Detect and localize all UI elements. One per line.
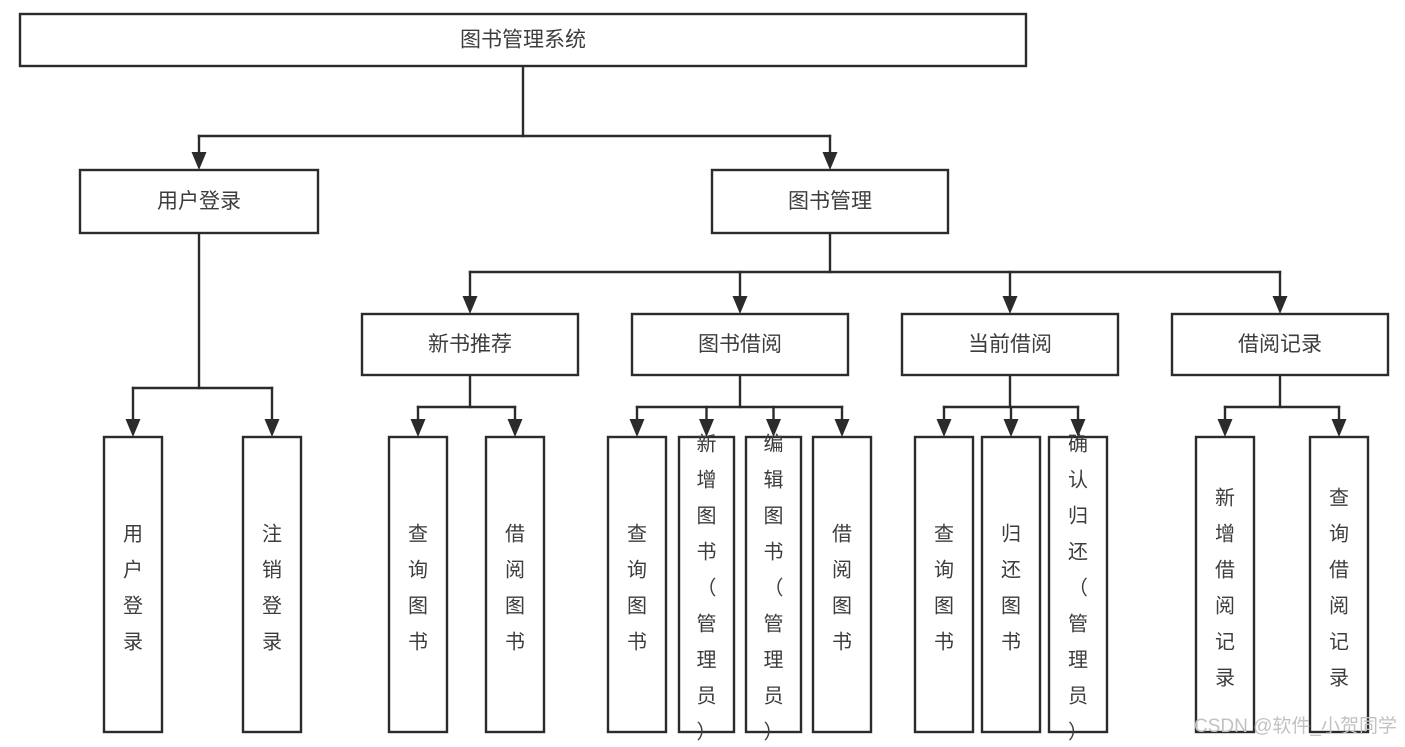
node-leaf-add-book[interactable]: 新增图书（管理员）: [677, 433, 736, 744]
node-label-book-borrow: 图书借阅: [698, 333, 782, 356]
node-leaf-query-record[interactable]: 查询借阅记录: [1308, 435, 1370, 734]
node-box-book-borrow: [630, 312, 850, 377]
node-box-leaf-edit-book: [744, 435, 803, 734]
node-leaf-query-book-2[interactable]: 查询图书: [606, 435, 668, 734]
arrow-head-leaf-confirm-return: [1070, 419, 1086, 437]
arrow-head-leaf-borrow-book-2: [834, 419, 850, 437]
node-box-leaf-user-login: [102, 435, 164, 734]
node-box-leaf-query-record: [1308, 435, 1370, 734]
node-label-leaf-borrow-book-1: 借阅图书: [505, 523, 525, 654]
arrow-head-leaf-borrow-book-1: [507, 419, 523, 437]
node-label-leaf-query-book-2: 查询图书: [627, 523, 647, 654]
nodes-layer: 图书管理系统用户登录图书管理新书推荐图书借阅当前借阅借阅记录用户登录注销登录查询…: [18, 12, 1390, 744]
arrow-head-leaf-logout: [264, 419, 280, 437]
node-label-borrow-records: 借阅记录: [1238, 333, 1322, 356]
node-borrow-records[interactable]: 借阅记录: [1170, 312, 1390, 377]
node-box-leaf-confirm-return: [1047, 435, 1109, 734]
node-box-leaf-borrow-book-1: [484, 435, 546, 734]
node-leaf-borrow-book-2[interactable]: 借阅图书: [811, 435, 873, 734]
arrow-head-leaf-add-record: [1217, 419, 1233, 437]
arrow-head-leaf-query-book-2: [629, 419, 645, 437]
node-leaf-edit-book[interactable]: 编辑图书（管理员）: [744, 433, 803, 744]
node-book-management[interactable]: 图书管理: [710, 168, 950, 235]
node-box-new-book-recommend: [360, 312, 580, 377]
node-book-borrow[interactable]: 图书借阅: [630, 312, 850, 377]
node-label-root: 图书管理系统: [460, 29, 586, 52]
arrow-head-user-login: [191, 152, 207, 170]
arrow-head-leaf-query-book-3: [936, 419, 952, 437]
arrow-head-book-management: [822, 152, 838, 170]
node-label-leaf-add-book: 新增图书（管理员）: [697, 433, 717, 744]
node-leaf-query-book-1[interactable]: 查询图书: [387, 435, 449, 734]
node-label-leaf-add-record: 新增借阅记录: [1215, 487, 1235, 690]
arrow-head-new-book-recommend: [462, 296, 478, 314]
arrow-head-leaf-query-book-1: [410, 419, 426, 437]
node-leaf-add-record[interactable]: 新增借阅记录: [1194, 435, 1256, 734]
node-leaf-user-login[interactable]: 用户登录: [102, 435, 164, 734]
node-box-leaf-query-book-2: [606, 435, 668, 734]
arrow-head-current-borrow: [1002, 296, 1018, 314]
node-box-leaf-query-book-1: [387, 435, 449, 734]
node-box-current-borrow: [900, 312, 1120, 377]
node-label-leaf-user-login: 用户登录: [123, 524, 143, 654]
node-label-leaf-query-book-3: 查询图书: [934, 523, 954, 654]
node-box-root: [18, 12, 1028, 68]
arrow-head-book-borrow: [732, 296, 748, 314]
node-leaf-query-book-3[interactable]: 查询图书: [913, 435, 975, 734]
node-root[interactable]: 图书管理系统: [18, 12, 1028, 68]
node-user-login[interactable]: 用户登录: [78, 168, 320, 235]
arrow-head-leaf-add-book: [699, 419, 714, 437]
node-box-leaf-return-book: [980, 435, 1042, 734]
node-box-leaf-add-book: [677, 435, 736, 734]
node-box-user-login: [78, 168, 320, 235]
node-box-leaf-logout: [241, 435, 303, 734]
node-current-borrow[interactable]: 当前借阅: [900, 312, 1120, 377]
arrow-head-borrow-records: [1272, 296, 1288, 314]
node-label-book-management: 图书管理: [788, 190, 872, 213]
node-label-current-borrow: 当前借阅: [968, 333, 1052, 356]
node-label-leaf-borrow-book-2: 借阅图书: [832, 523, 852, 654]
node-leaf-return-book[interactable]: 归还图书: [980, 435, 1042, 734]
arrow-head-leaf-edit-book: [766, 419, 781, 437]
arrow-head-leaf-query-record: [1331, 419, 1347, 437]
node-new-book-recommend[interactable]: 新书推荐: [360, 312, 580, 377]
arrow-head-leaf-user-login: [125, 419, 141, 437]
node-label-leaf-return-book: 归还图书: [1001, 523, 1021, 654]
csdn-watermark: CSDN @软件_小贺同学: [1194, 715, 1397, 737]
node-box-leaf-add-record: [1194, 435, 1256, 734]
node-leaf-confirm-return[interactable]: 确认归还（管理员）: [1047, 433, 1109, 744]
node-label-leaf-logout: 注销登录: [262, 523, 282, 654]
node-box-borrow-records: [1170, 312, 1390, 377]
node-box-leaf-query-book-3: [913, 435, 975, 734]
node-label-leaf-query-book-1: 查询图书: [408, 523, 428, 654]
node-box-book-management: [710, 168, 950, 235]
arrow-head-leaf-return-book: [1003, 419, 1019, 437]
connectors-layer: [125, 64, 1347, 437]
node-box-leaf-borrow-book-2: [811, 435, 873, 734]
node-label-leaf-confirm-return: 确认归还（管理员）: [1068, 433, 1088, 744]
node-label-leaf-query-record: 查询借阅记录: [1329, 487, 1349, 690]
node-leaf-logout[interactable]: 注销登录: [241, 435, 303, 734]
node-label-leaf-edit-book: 编辑图书（管理员）: [764, 433, 784, 744]
node-leaf-borrow-book-1[interactable]: 借阅图书: [484, 435, 546, 734]
node-label-new-book-recommend: 新书推荐: [428, 333, 512, 356]
node-label-user-login: 用户登录: [157, 190, 241, 213]
